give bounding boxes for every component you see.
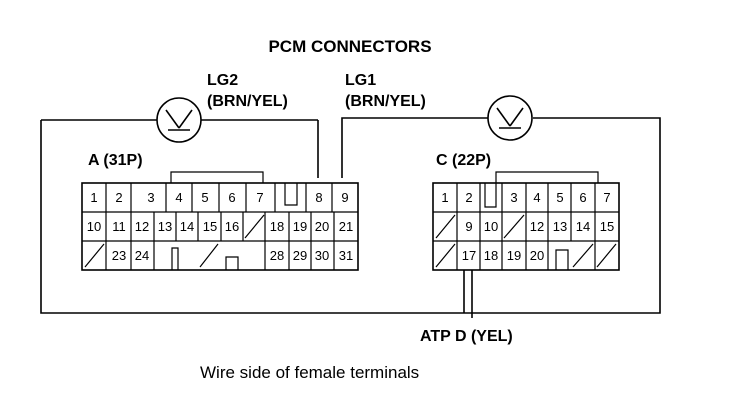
pin-label: 4: [175, 190, 182, 205]
pin-label: 14: [180, 219, 194, 234]
pin-label: 2: [465, 190, 472, 205]
pin-label: 11: [112, 219, 126, 234]
pin-label: 1: [441, 190, 448, 205]
pin-label: 17: [462, 248, 476, 263]
pin-label: 6: [228, 190, 235, 205]
pin-label: 24: [135, 248, 149, 263]
voltmeter-icon: [487, 95, 533, 141]
pin-label: 5: [201, 190, 208, 205]
pin-label: 9: [341, 190, 348, 205]
pin-label: 3: [147, 190, 154, 205]
pin-label: 19: [293, 219, 307, 234]
pin-label: 12: [530, 219, 544, 234]
connector-a-pins: 1 2 3 4 5 6 7 8 9 10 11 12 13 14 15 16 1…: [87, 190, 353, 263]
pin-label: 10: [484, 219, 498, 234]
diagram-title: PCM CONNECTORS: [268, 37, 431, 56]
pin-label: 15: [203, 219, 217, 234]
pin-label: 3: [510, 190, 517, 205]
pin-label: 13: [158, 219, 172, 234]
lg2-label: LG2: [207, 72, 238, 89]
connector-a: 1 2 3 4 5 6 7 8 9 10 11 12 13 14 15 16 1…: [81, 171, 359, 271]
pin-label: 2: [115, 190, 122, 205]
pin-label: 14: [576, 219, 590, 234]
atp-d-label: ATP D (YEL): [420, 328, 513, 345]
pin-label: 28: [270, 248, 284, 263]
pin-label: 18: [270, 219, 284, 234]
connector-c-pins: 1 2 3 4 5 6 7 9 10 12 13 14 15 17 18 19 …: [441, 190, 614, 263]
pin-label: 4: [533, 190, 540, 205]
pin-label: 7: [603, 190, 610, 205]
diagram-caption: Wire side of female terminals: [200, 363, 419, 382]
pin-label: 19: [507, 248, 521, 263]
pin-label: 8: [315, 190, 322, 205]
pin-label: 16: [225, 219, 239, 234]
voltmeter-icon: [156, 97, 202, 143]
pin-label: 6: [579, 190, 586, 205]
lg2-color-label: (BRN/YEL): [207, 93, 288, 110]
pin-label: 23: [112, 248, 126, 263]
pin-label: 9: [465, 219, 472, 234]
pin-label: 29: [293, 248, 307, 263]
pin-label: 20: [530, 248, 544, 263]
pin-label: 12: [135, 219, 149, 234]
lg1-color-label: (BRN/YEL): [345, 93, 426, 110]
connector-c: 1 2 3 4 5 6 7 9 10 12 13 14 15 17 18 19 …: [432, 171, 620, 271]
lg1-label: LG1: [345, 72, 376, 89]
pin-label: 15: [600, 219, 614, 234]
pin-label: 20: [315, 219, 329, 234]
connector-c-label: C (22P): [436, 152, 491, 169]
pin-label: 31: [339, 248, 353, 263]
pin-label: 7: [256, 190, 263, 205]
pin-label: 5: [556, 190, 563, 205]
pin-label: 30: [315, 248, 329, 263]
pin-label: 1: [90, 190, 97, 205]
pin-label: 13: [553, 219, 567, 234]
pin-label: 10: [87, 219, 101, 234]
pin-label: 21: [339, 219, 353, 234]
connector-a-label: A (31P): [88, 152, 143, 169]
wiring-loop: [40, 117, 661, 318]
pin-label: 18: [484, 248, 498, 263]
